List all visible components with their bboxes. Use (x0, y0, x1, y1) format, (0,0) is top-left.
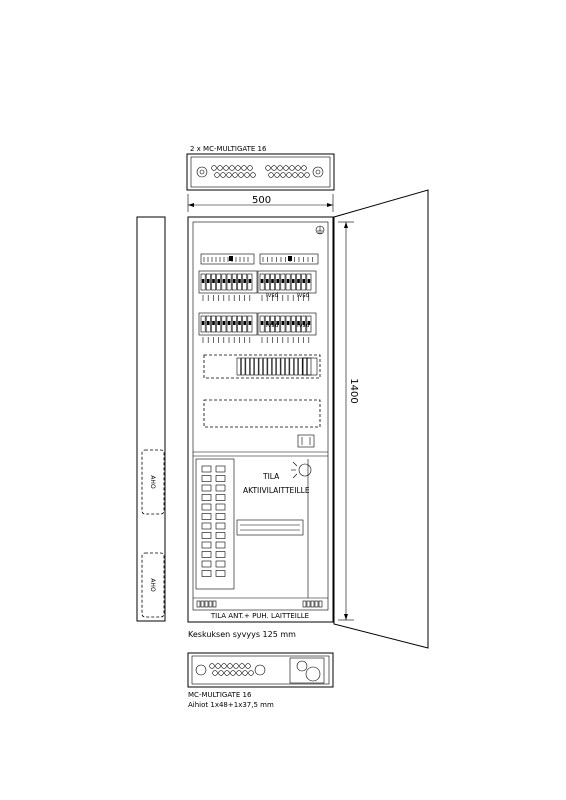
socket-icon (297, 434, 315, 448)
cabinet-body (187, 216, 334, 623)
height-dimension: 1400 (338, 221, 359, 621)
bottom-area-label: TILA ANT.+ PUH. LAITTEILLE (210, 612, 309, 620)
lamp-icon (291, 461, 312, 479)
breaker-label: Ivsd (266, 322, 278, 329)
breaker-label: Ivsd (297, 292, 309, 299)
side-panel: AHO AHO (136, 216, 166, 622)
top-connector-label: 2 x MC-MULTIGATE 16 (190, 145, 267, 153)
side-panel-label: AHO (149, 578, 156, 592)
width-dimension-label: 500 (252, 195, 271, 206)
bottom-area: TILA ANT.+ PUH. LAITTEILLE (193, 597, 328, 620)
width-dimension: 500 (187, 194, 334, 212)
spare-area (203, 354, 321, 428)
bottom-connector-size-note: Aihiot 1x48+1x37,5 mm (188, 701, 274, 709)
terminal-strip (200, 253, 319, 265)
active-area-line2: AKTIIVILAITTEILLE (243, 486, 310, 495)
breaker-label: Ivsd (297, 322, 309, 329)
breaker-group: Ivsd Ivsd Ivsd Ivsd (198, 270, 317, 343)
depth-note: Keskuksen syvyys 125 mm (188, 630, 296, 639)
top-connector: 2 x MC-MULTIGATE 16 (186, 145, 335, 191)
height-dimension-label: 1400 (348, 378, 359, 403)
door (333, 189, 429, 649)
bottom-connector-label: MC-MULTIGATE 16 (188, 691, 252, 699)
side-panel-label: AHO (149, 475, 156, 489)
active-equipment-area: TILA AKTIIVILAITTEILLE (195, 458, 312, 598)
active-area-line1: TILA (262, 472, 280, 481)
breaker-label: Ivsd (266, 292, 278, 299)
bottom-connector: MC-MULTIGATE 16 Aihiot 1x48+1x37,5 mm (187, 652, 334, 709)
